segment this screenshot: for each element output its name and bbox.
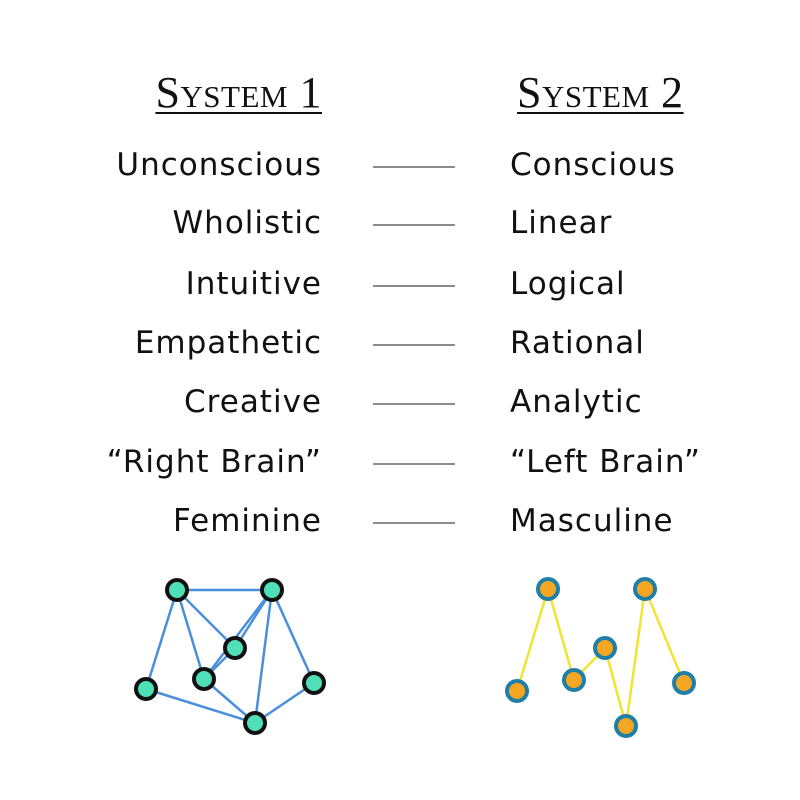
system-1-term: Feminine [173, 503, 322, 539]
graph-edge [603, 647, 628, 727]
graph-node [593, 636, 617, 660]
graph-edge [145, 687, 256, 725]
graph-edge [176, 589, 236, 649]
system-2-term: Rational [510, 325, 645, 361]
system-1-term: Creative [184, 384, 322, 420]
comparison-list: Unconscious Conscious Wholistic Linear I… [0, 143, 800, 543]
chain-graph-icon [505, 577, 696, 738]
graph-edge [643, 588, 686, 684]
system-1-term: Intuitive [185, 266, 322, 302]
graph-edge [144, 589, 179, 690]
comparison-row: Unconscious Conscious [0, 143, 800, 187]
graph-node [243, 711, 267, 735]
graph-node [614, 714, 638, 738]
comparison-row: Feminine Masculine [0, 499, 800, 543]
comparison-row: Intuitive Logical [0, 262, 800, 306]
system-2-term: Linear [510, 205, 613, 241]
connector-line [373, 166, 455, 168]
system-1-term: Unconscious [116, 147, 322, 183]
graph-edge [175, 589, 206, 680]
graph-node [633, 577, 657, 601]
system-2-heading: System 2 [517, 68, 684, 117]
system-2-term: Conscious [510, 147, 676, 183]
graph-node [302, 671, 326, 695]
system-2-term: “Left Brain” [510, 444, 701, 480]
graph-edge [624, 588, 647, 727]
system-2-term: Masculine [510, 503, 674, 539]
system-2-term: Analytic [510, 384, 643, 420]
graph-node [165, 578, 189, 602]
connector-line [373, 522, 455, 524]
connector-line [373, 463, 455, 465]
graph-edge [546, 588, 576, 681]
connector-line [373, 403, 455, 405]
graph-node [223, 636, 247, 660]
comparison-row: Wholistic Linear [0, 201, 800, 245]
graph-edge [253, 589, 274, 724]
system-1-heading: System 1 [155, 68, 322, 117]
comparison-row: Empathetic Rational [0, 321, 800, 365]
comparison-row: Creative Analytic [0, 380, 800, 424]
network-nodes [134, 578, 326, 735]
graph-node [562, 668, 586, 692]
system-1-term: “Right Brain” [106, 444, 322, 480]
connector-line [373, 224, 455, 226]
graph-edge [515, 588, 550, 692]
graph-node [536, 577, 560, 601]
connector-line [373, 344, 455, 346]
connector-line [373, 285, 455, 287]
graph-node [260, 578, 284, 602]
system-2-term: Logical [510, 266, 626, 302]
graph-node [505, 679, 529, 703]
graph-edge [203, 589, 273, 680]
chain-nodes [505, 577, 696, 738]
system-1-term: Wholistic [172, 205, 322, 241]
system-1-term: Empathetic [134, 325, 322, 361]
graph-edge [270, 589, 316, 684]
graph-node [134, 677, 158, 701]
graph-node [192, 667, 216, 691]
comparison-row: “Right Brain” “Left Brain” [0, 440, 800, 484]
network-graph-icon [134, 578, 326, 735]
graph-node [672, 671, 696, 695]
